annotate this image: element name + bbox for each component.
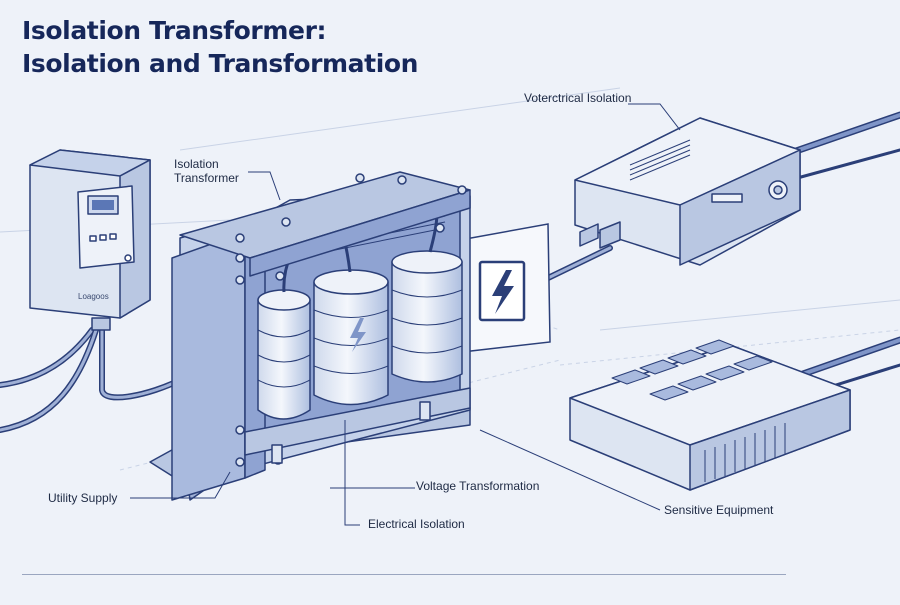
label-sensitive-equipment: Sensitive Equipment xyxy=(664,503,774,517)
title-line-2: Isolation and Transformation xyxy=(22,49,419,78)
control-box-indicator xyxy=(124,254,132,262)
label-electrical-isolation-top: Voterctrical Isolation xyxy=(524,91,632,105)
hazard-panel xyxy=(459,223,551,353)
coil-2 xyxy=(313,269,389,406)
sensitive-equipment-device xyxy=(569,339,851,491)
leader-lines xyxy=(130,103,681,526)
coil-3 xyxy=(391,250,463,383)
cable-box-to-transformer xyxy=(99,327,183,401)
label-voltage-transformation: Voltage Transformation xyxy=(416,479,540,493)
label-electrical-isolation: Electrical Isolation xyxy=(368,517,465,531)
control-box-logo: Loagoos xyxy=(78,292,109,301)
label-utility-supply: Utility Supply xyxy=(48,491,118,505)
coil-1 xyxy=(257,289,311,420)
transformer xyxy=(149,171,471,501)
amplifier-device xyxy=(574,117,801,266)
footer-divider xyxy=(22,574,786,575)
control-box-button xyxy=(99,234,107,241)
label-isolation-transformer-line-2: Transformer xyxy=(174,171,239,185)
label-isolation-transformer: Isolation Transformer xyxy=(174,157,239,185)
lightning-icon xyxy=(492,270,514,314)
title-line-1: Isolation Transformer: xyxy=(22,16,327,45)
page-title: Isolation Transformer: Isolation and Tra… xyxy=(22,14,418,80)
cable-amp-right-2 xyxy=(788,148,900,182)
control-box-button xyxy=(89,235,97,242)
control-box-button xyxy=(109,233,117,240)
label-isolation-transformer-line-1: Isolation xyxy=(174,157,219,171)
control-box xyxy=(29,149,151,331)
